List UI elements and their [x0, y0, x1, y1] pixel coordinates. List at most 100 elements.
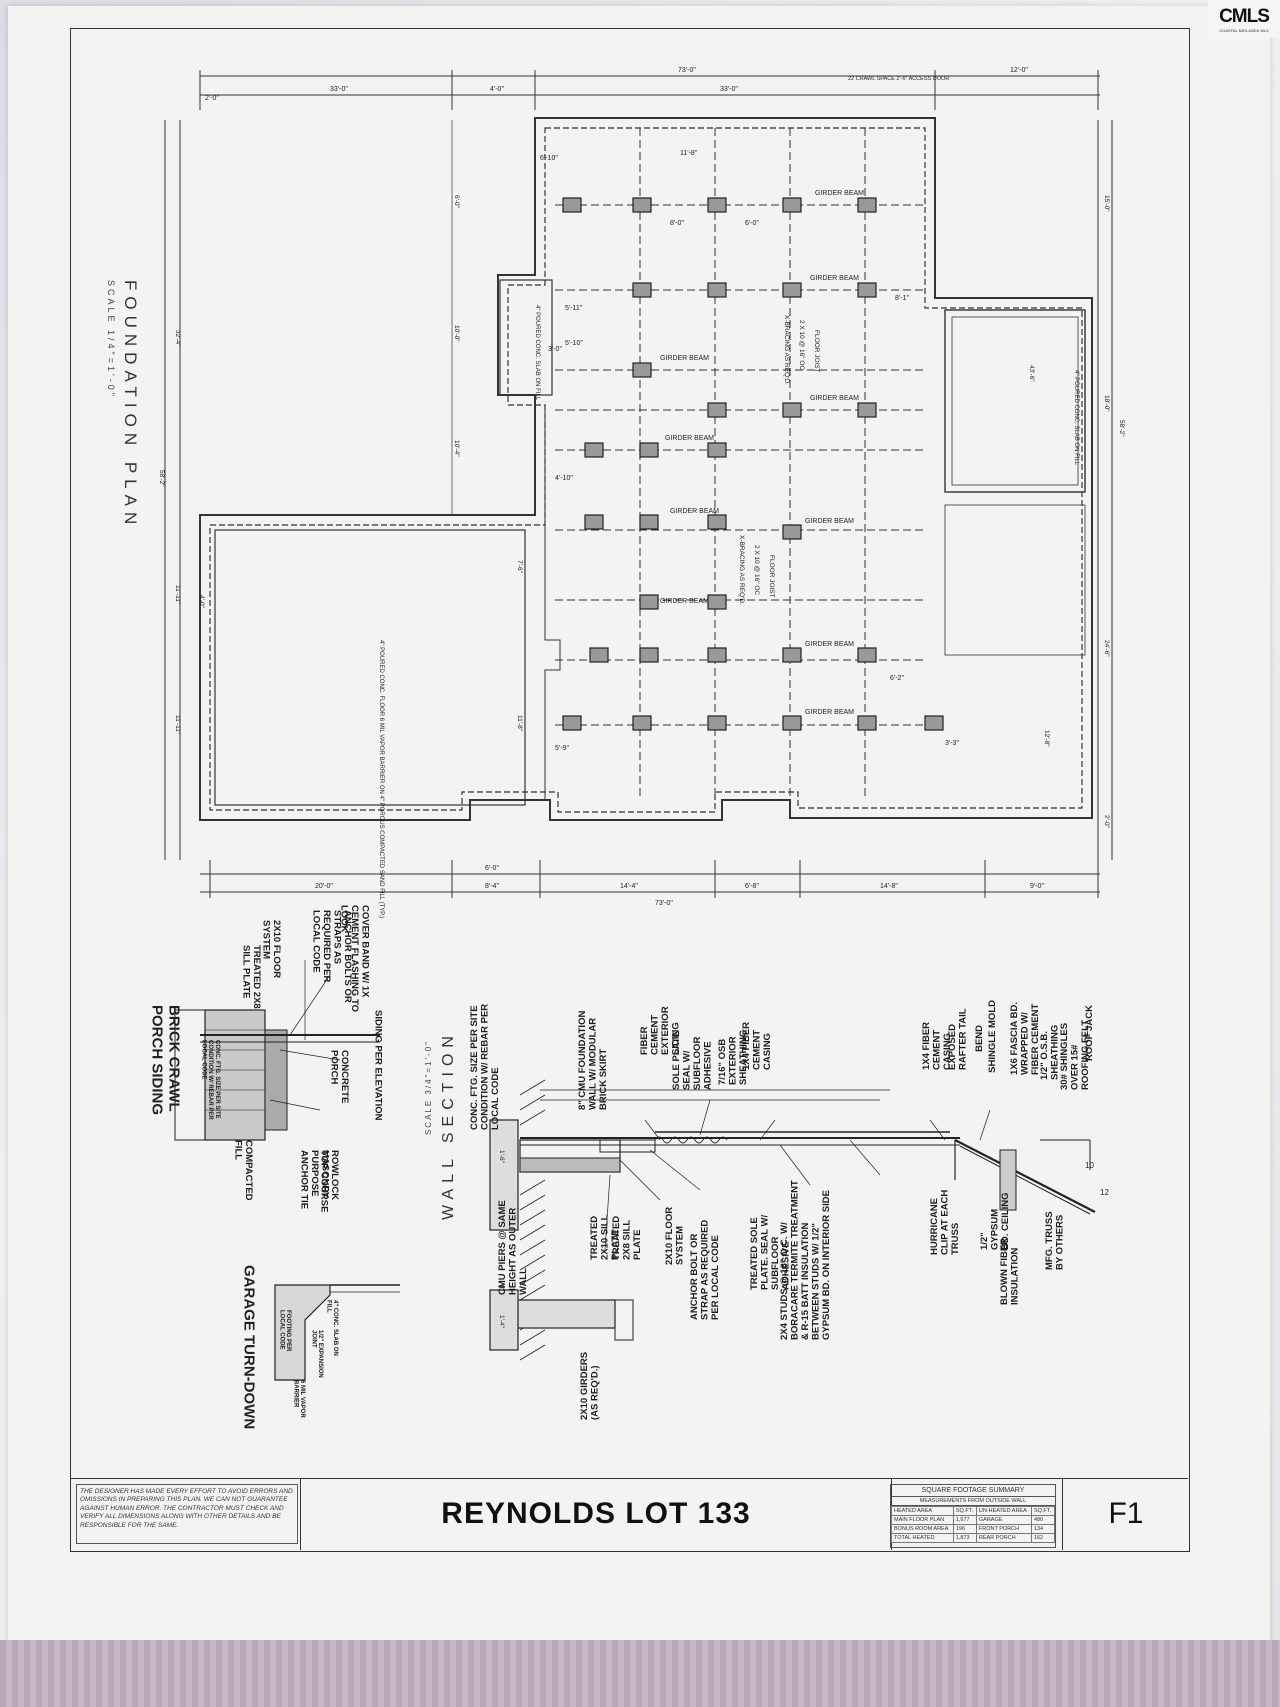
ws-dim-1: 1'-6": [498, 1150, 505, 1164]
callout-cmu-foundation: 8" CMU FOUNDATION WALL W/ MODULAR BRICK …: [577, 1010, 609, 1110]
wall-section-title: WALL SECTION: [440, 1030, 457, 1220]
dim-left-8: 10'-4": [453, 440, 460, 457]
girder-beam-label-4: GIRDER BEAM: [810, 395, 859, 402]
dim-right-6: 12'-8": [1043, 730, 1050, 747]
sqft-cell: FRONT PORCH: [975, 1524, 1032, 1534]
girder-beam-label-6: GIRDER BEAM: [670, 508, 719, 515]
sqft-cell: 196: [952, 1524, 977, 1534]
spacing-7: 3'-0": [548, 346, 562, 353]
callout-anchor-bolt: ANCHOR BOLT OR STRAP AS REQUIRED PER LOC…: [689, 1219, 721, 1320]
dim-top-center: 33'-0": [720, 86, 738, 93]
garage-callout-footing: FOOTING PER LOCAL CODE: [278, 1310, 292, 1352]
dim-left-3: 11'-11": [174, 585, 181, 605]
dim-bottom-1: 20'-0": [315, 883, 333, 890]
roof-pitch-rise: 10: [1085, 1161, 1094, 1170]
porch-callout-siding: SIDING PER ELEVATION: [372, 1010, 384, 1121]
callout-gypsum-ceiling: 1/2" GYPSUM BD. CEILING: [979, 1192, 1011, 1250]
dim-right-4: 24'-6": [1103, 640, 1110, 657]
spacing-1: 6'-10": [540, 155, 558, 162]
roof-pitch-run: 12: [1100, 1188, 1109, 1197]
sqft-cell: TOTAL HEATED: [891, 1533, 954, 1543]
callout-floor-system: 2X10 FLOOR SYSTEM: [664, 1206, 686, 1265]
girder-beam-label-7: GIRDER BEAM: [805, 518, 854, 525]
porch-slab-note-left: 4" POURED CONC. SLAB ON FILL: [534, 305, 540, 401]
porch-detail-title: BRICK CRAWL PORCH SIDING: [148, 1005, 183, 1116]
dim-left-6: 6'-0": [453, 195, 460, 209]
callout-casing-1: 1X4 FIBER CEMENT CASING: [921, 1021, 953, 1070]
dim-overall-top: 73'-0": [678, 67, 696, 74]
spacing-9: 8'-1": [895, 295, 909, 302]
callout-treated-2x10-sill: TREATED 2X10 SILL PLATE: [589, 1214, 621, 1260]
dim-left-5: 4'-0": [198, 595, 205, 609]
garage-callout-slab: 4" CONC. SLAB ON FILL: [325, 1300, 339, 1356]
garage-detail-title: GARAGE TURN-DOWN: [240, 1265, 258, 1430]
callout-conc-footing: CONC. FTG. SIZE PER SITE CONDITION W/ RE…: [469, 1003, 501, 1130]
callout-shingles: 30# SHINGLES OVER 15# ROOFING FELT: [1059, 1019, 1091, 1090]
project-title: REYNOLDS LOT 133: [300, 1478, 892, 1550]
logo-text: CMLS: [1219, 5, 1270, 27]
spacing-10: 6'-2": [890, 675, 904, 682]
girder-beam-label-10: GIRDER BEAM: [805, 709, 854, 716]
cmls-logo: CMLS COASTAL MIDLANDS MLS: [1208, 0, 1280, 38]
porch-callout-floor-system: 2X10 FLOOR SYSTEM: [260, 920, 282, 979]
girder-beam-label-3: GIRDER BEAM: [660, 355, 709, 362]
spacing-6: 5'-10": [565, 340, 583, 347]
sqft-cell: 1,677: [952, 1515, 977, 1525]
dim-top-left: 33'-0": [330, 86, 348, 93]
dim-right-5: 2'-0": [1103, 815, 1110, 829]
girder-beam-label-9: GIRDER BEAM: [805, 641, 854, 648]
ws-dim-2: 8": [498, 1285, 505, 1292]
floor-joist-label-2: FLOOR JOIST: [768, 555, 775, 598]
sqft-cell: 480: [1030, 1515, 1056, 1525]
spacing-8: 4'-10": [555, 475, 573, 482]
spacing-11: 3'-3": [945, 740, 959, 747]
dim-left-7: 10'-0": [453, 325, 460, 342]
spacing-2: 11'-8": [680, 150, 698, 157]
title-block: [70, 1478, 1188, 1551]
sqft-cell: 134: [1030, 1524, 1056, 1534]
floor-joist-label-1: FLOOR JOIST: [813, 330, 820, 373]
dim-bottom-4: 14'-4": [620, 883, 638, 890]
dim-left-10: 7'-6": [516, 560, 523, 574]
sqft-cell: BONUS ROOM AREA: [891, 1524, 954, 1534]
callout-sole-plate-seal: SOLE PLATE SEAL W/ SUBFLOOR ADHESIVE: [671, 1031, 714, 1090]
dim-bottom-2: 6'-0": [485, 865, 499, 872]
porch-callout-rowlock: ROWLOCK TOP COURSE: [318, 1150, 340, 1213]
porch-callout-cover-band: COVER BAND W/ 1X CEMENT FLASHING TO LOOK: [338, 905, 371, 1012]
square-footage-summary: SQUARE FOOTAGE SUMMARY MEASUREMENTS FROM…: [890, 1484, 1056, 1548]
joist-spec-1: 2 X 10 @ 16" OC: [798, 320, 805, 370]
sheet-number: F1: [1062, 1478, 1189, 1550]
callout-girders: 2X10 GIRDERS (AS REQ'D.): [579, 1351, 601, 1420]
blueprint-sheet: [8, 6, 1270, 1646]
girder-beam-label-2: GIRDER BEAM: [810, 275, 859, 282]
foundation-plan-scale: SCALE 1/4"=1'-0": [106, 280, 116, 399]
callout-treated-sole-plate: TREATED SOLE PLATE. SEAL W/ SUBFLOOR ADH…: [749, 1214, 792, 1290]
sqft-cell: GARAGE: [975, 1515, 1032, 1525]
joist-spec-2: 2 X 10 @ 16" OC: [753, 545, 760, 595]
disclaimer-text: THE DESIGNER HAS MADE EVERY EFFORT TO AV…: [76, 1484, 298, 1544]
dim-right-overall: 58'-2": [1118, 420, 1125, 437]
sqft-cell: 162: [1030, 1533, 1056, 1543]
foundation-plan-title: FOUNDATION PLAN: [121, 280, 140, 531]
dim-bottom-overall: 73'-0": [655, 900, 673, 907]
sqft-cell: UN-HEATED AREA: [975, 1506, 1032, 1516]
garage-callout-expansion: 1/2" EXPANSION JOINT: [310, 1330, 324, 1378]
porch-callout-footing: CONC. FTG. SIZE PER SITE CONDITION W/ RE…: [200, 1040, 220, 1120]
dim-bottom-7: 9'-0": [1030, 883, 1044, 890]
crawl-access-note: 22 CRAWL SPACE 2'-6" ACCESS DOOR: [848, 76, 949, 82]
sqft-title: SQUARE FOOTAGE SUMMARY: [891, 1485, 1055, 1497]
porch-callout-anchor-tie: MASONRY PURPOSE ANCHOR TIE: [298, 1150, 331, 1210]
dim-bottom-6: 14'-8": [880, 883, 898, 890]
porch-callout-sill-plate: TREATED 2X8 SILL PLATE: [240, 945, 262, 1009]
porch-callout-compacted-fill: COMPACTED FILL: [232, 1140, 254, 1201]
callout-shingle-mold: SHINGLE MOLD: [987, 1000, 998, 1073]
sqft-cell: SQ.FT.: [1030, 1506, 1056, 1516]
ws-dim-3: 1'-4": [498, 1315, 505, 1329]
callout-osb-sheathing: 1/2" O.S.B. SHEATHING: [1039, 1024, 1061, 1080]
sqft-cell: 1,873: [952, 1533, 977, 1543]
